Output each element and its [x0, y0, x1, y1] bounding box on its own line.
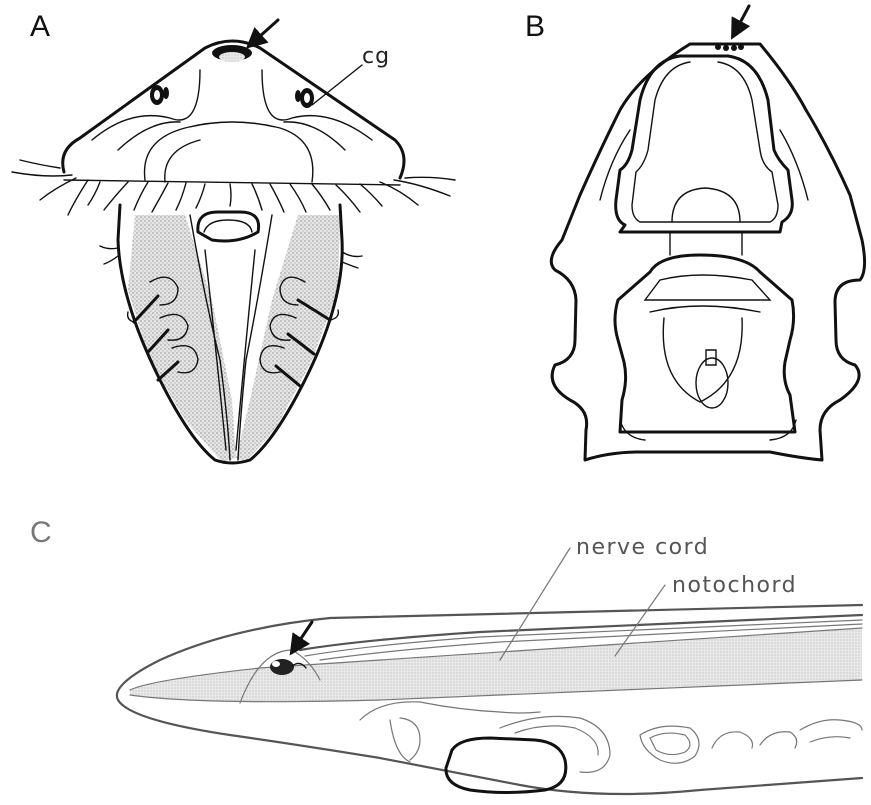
apical-arrow-b — [733, 6, 749, 36]
notochord-label: notochord — [672, 573, 797, 598]
cg-label: cg — [362, 44, 390, 69]
eyespot-right — [295, 88, 314, 108]
panel-b-letter: B — [525, 10, 545, 43]
panel-a: A — [12, 10, 455, 463]
panel-c: C nerve cord n — [30, 516, 862, 794]
pigment-spot — [270, 659, 294, 675]
cilia-fringe — [12, 160, 455, 215]
panel-c-letter: C — [30, 516, 52, 549]
panel-b: B — [525, 6, 865, 460]
nerve-cord-label: nerve cord — [576, 535, 709, 560]
apical-arrow — [249, 20, 278, 46]
stippled-lobe-left — [128, 215, 236, 462]
eyespot-left — [150, 85, 169, 105]
gill-slit — [446, 738, 566, 793]
nerve-cord-leader — [500, 548, 570, 660]
panel-a-letter: A — [30, 10, 50, 43]
notochord-band — [130, 628, 862, 702]
